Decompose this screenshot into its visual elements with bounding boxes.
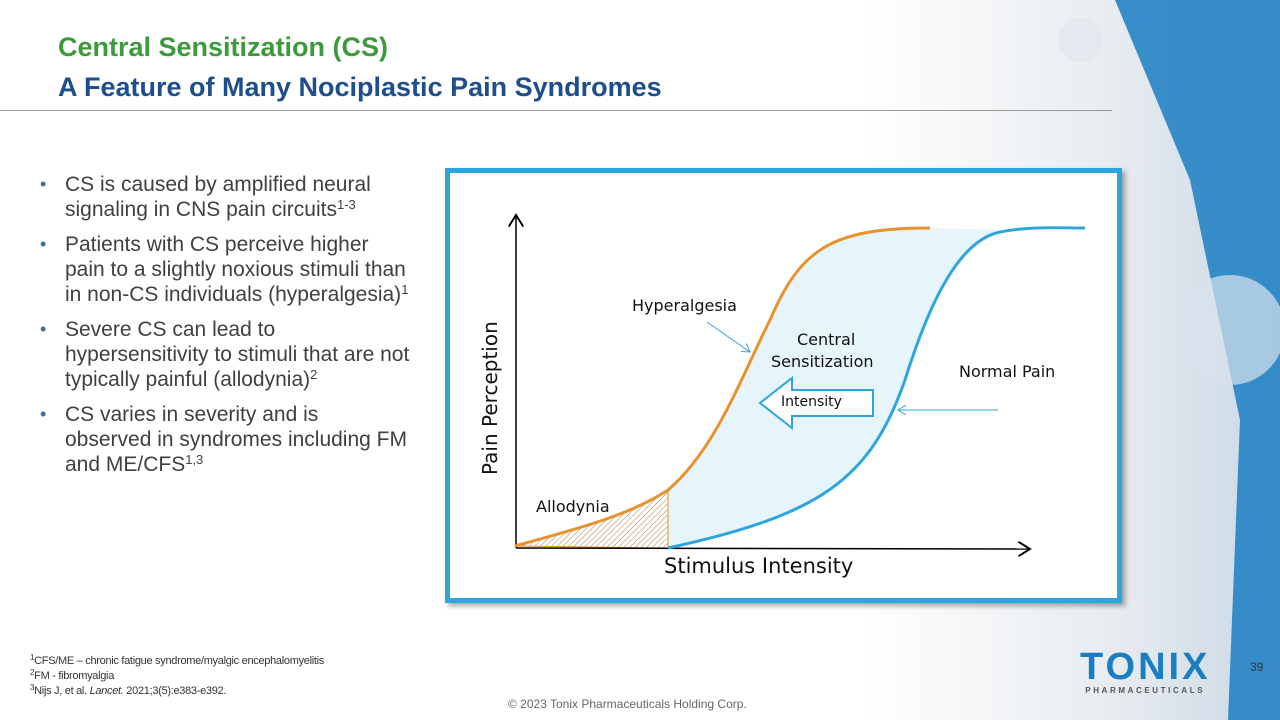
central-label: Central — [797, 330, 856, 349]
bullet-text: CS varies in severity and is observed in… — [65, 403, 407, 476]
y-axis-label: Pain Perception — [478, 321, 502, 475]
slide-subtitle: A Feature of Many Nociplastic Pain Syndr… — [58, 72, 662, 102]
footnotes: 1CFS/ME – chronic fatigue syndrome/myalg… — [30, 654, 324, 699]
intensity-label: Intensity — [781, 394, 842, 410]
footnote-text: FM - fibromyalgia — [34, 670, 115, 682]
footnote-text: Nijs J, et al. — [34, 685, 90, 697]
normal-pain-label: Normal Pain — [959, 362, 1056, 381]
footnote-number: 1 — [30, 653, 35, 662]
journal-name: Lancet. — [89, 685, 124, 697]
logo-subtitle: PHARMACEUTICALS — [1085, 686, 1206, 695]
tonix-logo: TONIX PHARMACEUTICALS — [1080, 648, 1210, 695]
footnote-number: 3 — [30, 683, 35, 692]
hyperalgesia-label: Hyperalgesia — [632, 296, 737, 315]
bullet-text: Patients with CS perceive higher pain to… — [65, 233, 406, 306]
bullet-text: Severe CS can lead to hypersensitivity t… — [65, 318, 410, 391]
intensity-arrow — [758, 375, 874, 431]
sensitization-label: Sensitization — [771, 352, 874, 371]
cs-region-fill — [668, 228, 1000, 548]
footnote: 2FM - fibromyalgia — [30, 669, 324, 684]
footnote-number: 2 — [30, 668, 35, 677]
diagram-frame — [445, 168, 1122, 603]
citation: 1,3 — [185, 452, 204, 467]
copyright: © 2023 Tonix Pharmaceuticals Holding Cor… — [508, 697, 747, 711]
page-number: 39 — [1250, 660, 1264, 674]
logo-name: TONIX — [1080, 646, 1211, 688]
footnote-text: 2021;3(5):e383-e392. — [123, 685, 227, 697]
footnote-text: CFS/ME – chronic fatigue syndrome/myalgi… — [34, 655, 324, 667]
normal-pain-curve — [667, 226, 1086, 550]
bullet-text: CS is caused by amplified neural signali… — [65, 173, 371, 221]
footnote: 1CFS/ME – chronic fatigue syndrome/myalg… — [30, 654, 324, 669]
slide-title: Central Sensitization (CS) — [58, 32, 389, 62]
allodynia-label: Allodynia — [536, 497, 610, 516]
x-axis-label: Stimulus Intensity — [664, 554, 854, 578]
citation: 2 — [310, 367, 318, 382]
bullet-list: CS is caused by amplified neural signali… — [40, 172, 410, 487]
hyperalgesia-pointer — [706, 321, 750, 352]
bullet-item: CS varies in severity and is observed in… — [40, 402, 410, 477]
x-axis — [515, 548, 1030, 549]
bullet-item: Severe CS can lead to hypersensitivity t… — [40, 317, 410, 392]
bullet-item: CS is caused by amplified neural signali… — [40, 172, 410, 222]
cs-curve — [514, 226, 931, 548]
citation: 1-3 — [336, 197, 356, 212]
citation: 1 — [401, 282, 409, 297]
bullet-item: Patients with CS perceive higher pain to… — [40, 232, 410, 307]
footnote: 3Nijs J, et al. Lancet. 2021;3(5):e383-e… — [30, 684, 324, 699]
title-divider — [0, 110, 1112, 111]
